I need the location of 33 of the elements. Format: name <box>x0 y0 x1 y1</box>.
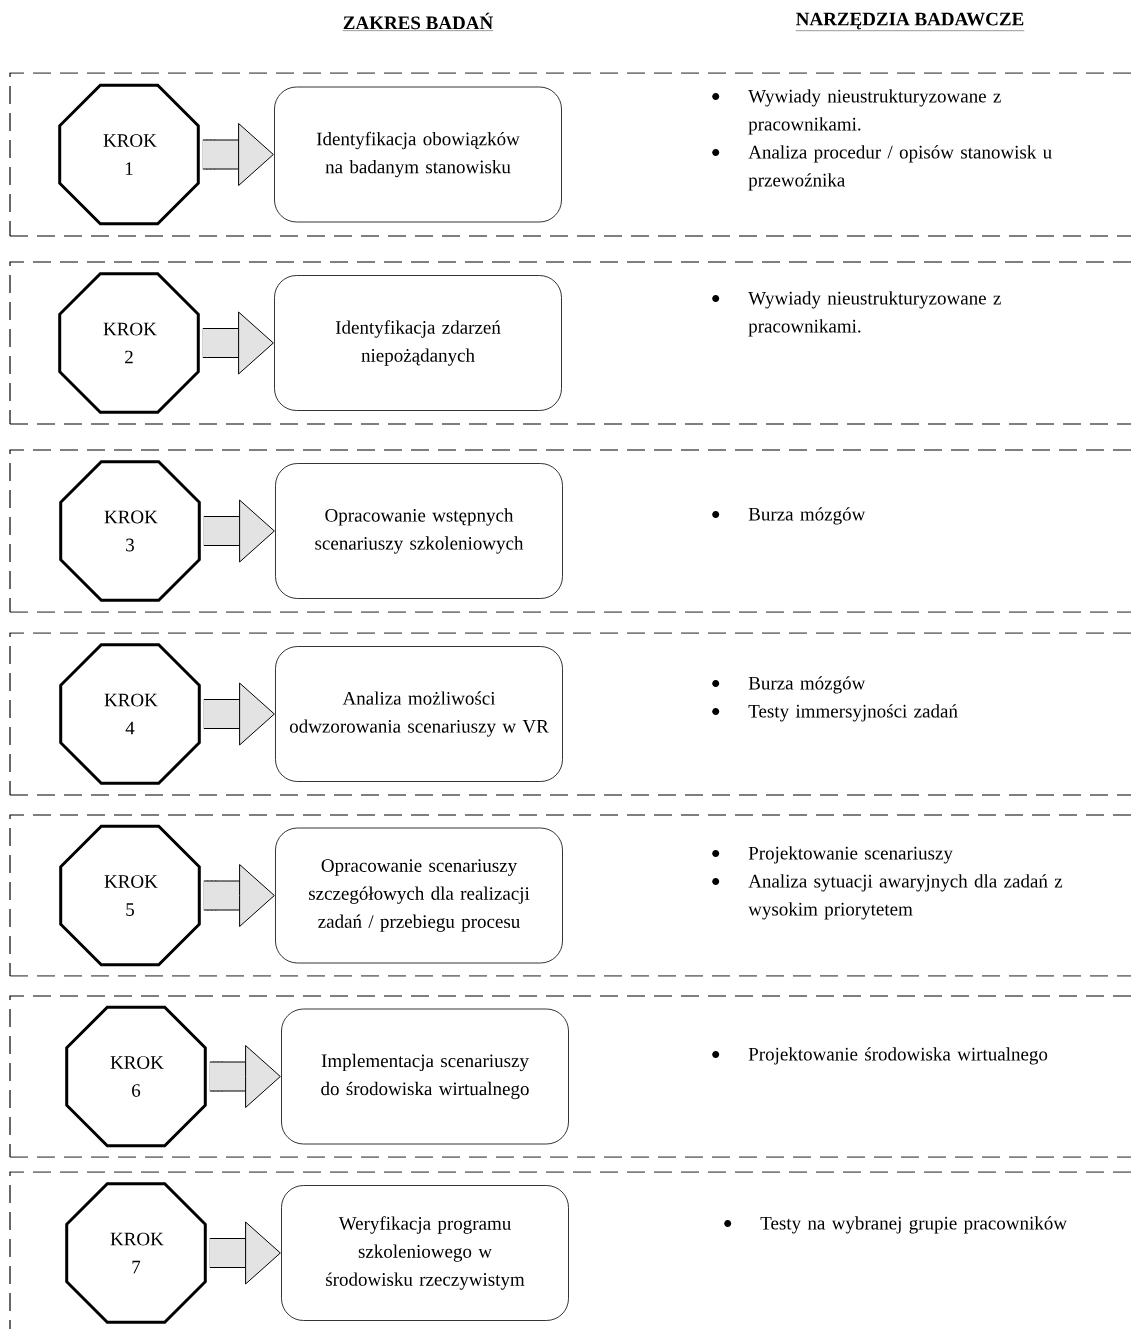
step-octagon: KROK 2 <box>58 272 200 414</box>
step-octagon: KROK 7 <box>65 1182 207 1324</box>
bullet-item: Wywiady nieustrukturyzowane z pracownikami. <box>712 89 1001 135</box>
process-box: Opracowanie scenariuszy szczegółowych dla realizacji zadań / przebiegu procesu <box>275 827 563 964</box>
step-octagon: KROK 4 <box>59 643 201 785</box>
process-box: Identyfikacja zdarzeń niepożądanych <box>274 275 562 411</box>
step-octagon: KROK 5 <box>59 824 201 967</box>
step-octagon: KROK 6 <box>65 1005 207 1148</box>
bullet-item: Projektowanie scenariuszy <box>712 846 953 864</box>
step-octagon: KROK 3 <box>59 460 201 602</box>
bullet-item: Burza mózgów <box>712 507 866 525</box>
process-box: Implementacja scenariuszy do środowiska wirtualnego <box>281 1008 569 1145</box>
bullet-item: Testy immersyjności zadań <box>712 704 958 722</box>
process-box: Weryfikacja programu szkoleniowego w środowisku rzeczywistym <box>281 1185 569 1321</box>
block-arrow <box>203 864 275 927</box>
block-arrow <box>202 123 274 186</box>
block-arrow <box>203 682 275 746</box>
column-heading: ZAKRES BADAŃ <box>342 12 494 31</box>
column-heading: NARZĘDZIA BADAWCZE <box>795 12 1025 31</box>
bullet-item: Burza mózgów <box>712 676 866 694</box>
process-box: Analiza możliwości odwzorowania scenariuszy w VR <box>275 646 563 782</box>
block-arrow <box>202 311 274 375</box>
process-box: Identyfikacja obowiązków na badanym stanowisku <box>274 86 562 223</box>
block-arrow <box>203 499 275 563</box>
step-octagon: KROK 1 <box>58 83 200 226</box>
block-arrow <box>209 1221 281 1285</box>
bullet-item: Testy na wybranej grupie pracowników <box>724 1216 1067 1234</box>
bullet-item: Analiza sytuacji awaryjnych dla zadań z wysokim priorytetem <box>712 874 1063 920</box>
block-arrow <box>209 1045 281 1108</box>
process-box: Opracowanie wstępnych scenariuszy szkoleniowych <box>275 463 563 599</box>
bullet-item: Projektowanie środowiska wirtualnego <box>712 1047 1048 1065</box>
bullet-item: Analiza procedur / opisów stanowisk u przewoźnika <box>712 145 1052 191</box>
bullet-item: Wywiady nieustrukturyzowane z pracownikami. <box>712 291 1001 337</box>
